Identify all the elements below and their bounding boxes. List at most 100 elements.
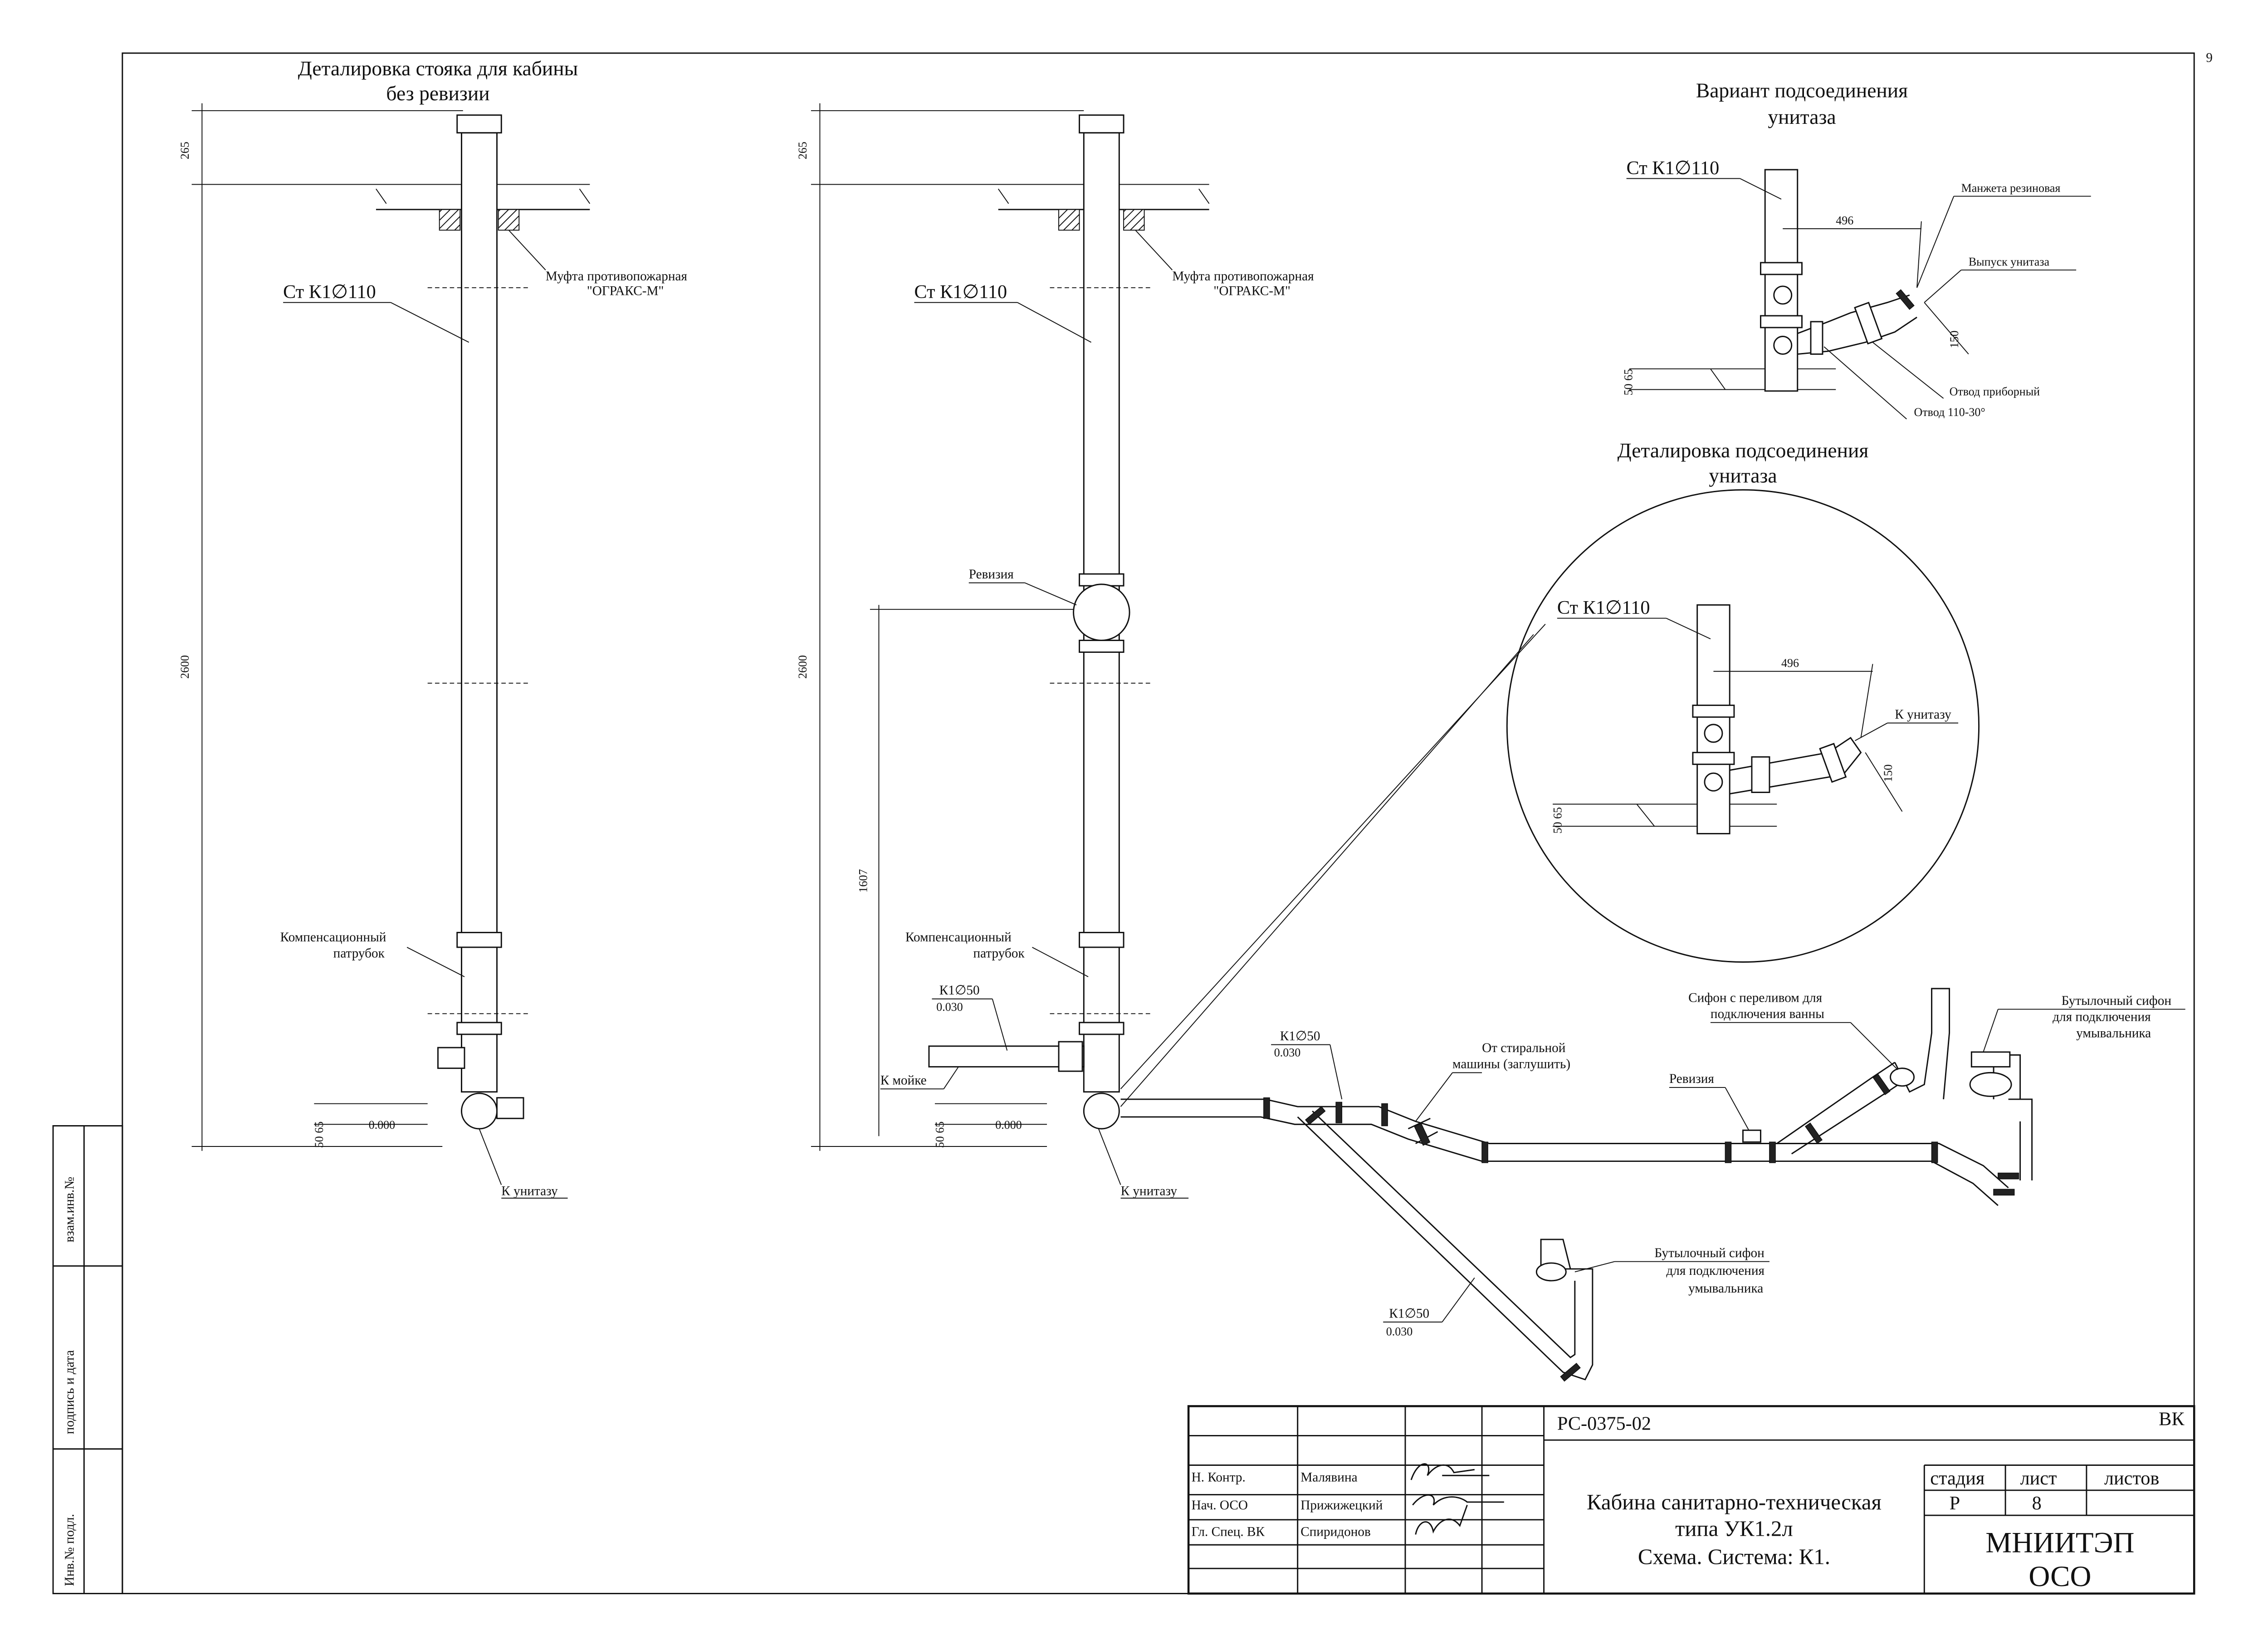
left-to-wc: К унитазу <box>501 1184 558 1198</box>
detail-dim-50-65: 50 65 <box>1551 807 1564 834</box>
network-revision-label: Ревизия <box>1669 1072 1714 1086</box>
variant-title-2: унитаза <box>1768 105 1836 128</box>
side-stamp-sign-date: подпись и дата <box>63 1350 77 1435</box>
left-view-title-1: Деталировка стояка для кабины <box>298 57 578 80</box>
left-fire-coupling-label-1: Муфта противопожарная <box>546 269 687 284</box>
corner-sheet-number: 9 <box>2206 51 2213 65</box>
variant-title-1: Вариант подсоединения <box>1696 79 1908 102</box>
detail-wc-bend <box>1729 737 1862 795</box>
side-stamp: взам.инв.№ подпись и дата Инв.№ подл. <box>52 1125 123 1594</box>
title-sheet-header: лист <box>2020 1468 2057 1489</box>
signatures <box>1410 1463 1504 1535</box>
left-fire-coupling-label-2: "ОГРАКС-М" <box>587 284 664 298</box>
detail-riser-pipe <box>1696 604 1730 834</box>
middle-dim-50-65: 50 65 <box>934 1122 947 1148</box>
left-fire-coupling-left <box>439 209 461 231</box>
title-block: РС-0375-02 ВК Н. Контр. Малявина Нач. ОС… <box>1187 1405 2195 1595</box>
title-main-1: Кабина санитарно-техническая <box>1587 1490 1882 1514</box>
left-riser-pipe <box>461 132 498 1093</box>
left-riser-label: Ст К1∅110 <box>283 281 376 303</box>
middle-to-wc: К унитазу <box>1121 1184 1178 1198</box>
network-right-siphon-label-3: умывальника <box>2076 1026 2151 1040</box>
title-sheets-header: листов <box>2104 1468 2159 1489</box>
title-name-2: Прижижецкий <box>1300 1498 1383 1513</box>
variant-bend-30: Отвод 110-30° <box>1914 406 1985 419</box>
network-bottom-siphon-label-3: умывальника <box>1688 1281 1763 1296</box>
network-revision-fitting <box>1742 1129 1761 1143</box>
network-branch1-slope: 0.030 <box>1274 1046 1300 1059</box>
network-branch1-label: К1∅50 <box>1280 1029 1320 1043</box>
middle-fire-coupling-label-1: Муфта противопожарная <box>1172 269 1314 284</box>
network-main-pipe <box>1120 1098 2009 1189</box>
variant-rubber-cuff: Манжета резиновая <box>1961 181 2061 195</box>
network-branch2-slope: 0.030 <box>1386 1325 1413 1338</box>
middle-wc-tee <box>1083 1092 1120 1130</box>
left-riser-view: Деталировка стояка для кабины без ревизи… <box>178 57 687 1199</box>
middle-dim-265: 265 <box>796 142 809 159</box>
middle-fire-coupling-right <box>1123 209 1145 231</box>
title-sheet-value: 8 <box>2032 1493 2042 1514</box>
title-org-2: ОСО <box>2028 1560 2091 1593</box>
network-bottom-siphon-label-1: Бутылочный сифон <box>1654 1246 1764 1260</box>
middle-compensator-label-2: патрубок <box>973 946 1025 961</box>
left-fire-coupling-right <box>498 209 520 231</box>
middle-branch-label: К1∅50 <box>939 983 980 998</box>
title-stage-header: стадия <box>1930 1468 1984 1489</box>
title-section: ВК <box>2159 1409 2185 1430</box>
network-bottom-siphon-label-2: для подключения <box>1666 1264 1765 1278</box>
network-right-siphon-label-1: Бутылочный сифон <box>2062 994 2171 1008</box>
title-stage-value: Р <box>1950 1493 1960 1514</box>
detail-callout-circle <box>1506 489 1980 963</box>
middle-revision-hatch <box>1073 583 1130 641</box>
detail-title-2: унитаза <box>1709 464 1777 487</box>
detail-dim-150: 150 <box>1882 764 1895 782</box>
side-stamp-replace-inv: взам.инв.№ <box>63 1177 77 1243</box>
variant-wc-outlet: Выпуск унитаза <box>1969 255 2050 268</box>
variant-riser-label: Ст К1∅110 <box>1627 157 1720 179</box>
left-view-title-2: без ревизии <box>386 82 489 105</box>
variant-dim-496: 496 <box>1836 214 1853 227</box>
left-compensator <box>456 931 502 948</box>
middle-dim-2600: 2600 <box>796 655 809 679</box>
middle-branch-slope: 0.030 <box>936 1000 963 1014</box>
variant-dim-150: 150 <box>1948 331 1961 348</box>
middle-dim-1607: 1607 <box>856 869 870 893</box>
detail-dim-496: 496 <box>1781 656 1799 670</box>
title-role-1: Н. Контр. <box>1192 1470 1246 1484</box>
network-washer-label-1: От стиральной <box>1482 1041 1565 1055</box>
middle-fire-coupling-label-2: "ОГРАКС-М" <box>1213 284 1290 298</box>
left-level: 0.000 <box>369 1118 395 1131</box>
variant-dim-50-65: 50 65 <box>1622 369 1635 396</box>
left-wc-tee <box>461 1092 498 1130</box>
left-compensator-label-2: патрубок <box>333 946 385 961</box>
left-dim-50-65: 50 65 <box>313 1122 326 1148</box>
middle-fire-coupling-left <box>1058 209 1080 231</box>
title-main-3: Схема. Система: К1. <box>1638 1544 1830 1569</box>
network-branch2-label: К1∅50 <box>1389 1306 1429 1321</box>
middle-riser-label: Ст К1∅110 <box>914 281 1007 303</box>
middle-level: 0.000 <box>995 1118 1022 1131</box>
middle-revision-label: Ревизия <box>969 567 1014 582</box>
title-role-3: Гл. Спец. ВК <box>1192 1525 1265 1539</box>
detail-riser-label: Ст К1∅110 <box>1557 597 1650 618</box>
variant-device-bend: Отвод приборный <box>1950 385 2040 398</box>
middle-riser-view: 265 2600 1607 50 65 Ст К1∅110 Муфта прот… <box>796 103 1314 1199</box>
title-main-2: типа УК1.2л <box>1675 1517 1793 1541</box>
variant-riser-pipe <box>1764 169 1799 392</box>
network-bath-siphon-label-1: Сифон с переливом для <box>1688 990 1822 1005</box>
network-washer-label-2: машины (заглушить) <box>1452 1057 1570 1072</box>
wc-connection-variant: Вариант подсоединения унитаза 50 65 496 … <box>1622 79 2091 420</box>
network-right-siphon-label-2: для подключения <box>2053 1010 2151 1024</box>
network-bath-siphon-label-2: подключения ванны <box>1711 1007 1824 1021</box>
network-lower-branch <box>1297 1110 1593 1381</box>
detail-title-1: Деталировка подсоединения <box>1618 439 1869 462</box>
left-dim-2600: 2600 <box>178 655 191 679</box>
detail-to-wc: К унитазу <box>1895 707 1951 722</box>
middle-compensator <box>1079 931 1124 948</box>
side-stamp-orig-inv: Инв.№ подл. <box>63 1514 77 1586</box>
left-dim-265: 265 <box>178 142 191 159</box>
title-doc-code: РС-0375-02 <box>1557 1413 1651 1434</box>
middle-to-sink: К мойке <box>880 1073 927 1087</box>
